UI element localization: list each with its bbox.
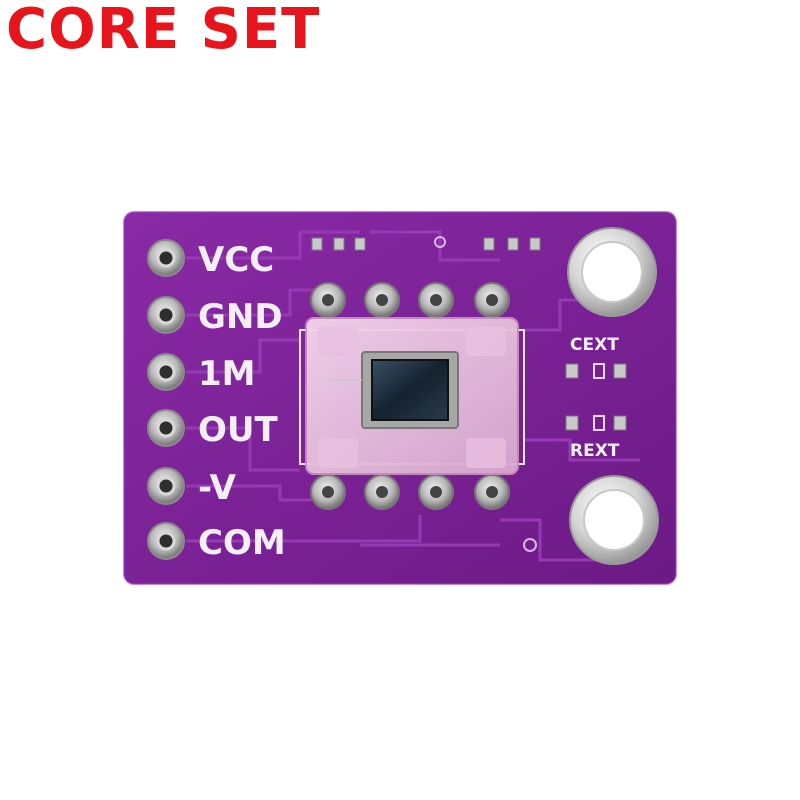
chip-legs-top [310, 282, 510, 318]
smd-components-top [311, 236, 541, 251]
pin-label-vcc: VCC [198, 240, 274, 280]
silk-label-cext: CEXT [570, 335, 619, 355]
pin-pad [147, 239, 185, 277]
smd-cext [565, 363, 627, 379]
pin-header [147, 239, 185, 560]
pin-label-1m: 1M [198, 354, 256, 394]
pin-pad [147, 353, 185, 391]
mounting-hole-top [567, 227, 657, 317]
mounting-hole-bottom [569, 475, 659, 565]
sensor-die [371, 359, 449, 421]
pin-label-gnd: GND [198, 297, 283, 337]
pin-label-out: OUT [198, 410, 279, 450]
pin-labels: VCC GND 1M OUT -V COM [198, 240, 286, 563]
pin-pad [147, 296, 185, 334]
via [523, 538, 537, 552]
pin-pad [147, 522, 185, 560]
photodiode-chip [305, 317, 519, 475]
pin-pad [147, 409, 185, 447]
smd-rext [565, 415, 627, 431]
pin-label-neg-v: -V [198, 468, 237, 508]
silk-label-rext: REXT [570, 441, 620, 461]
pin-label-com: COM [198, 523, 286, 563]
brand-logo-text: CORE SET [6, 0, 321, 62]
pin-pad [147, 467, 185, 505]
chip-legs-bottom [310, 474, 510, 510]
